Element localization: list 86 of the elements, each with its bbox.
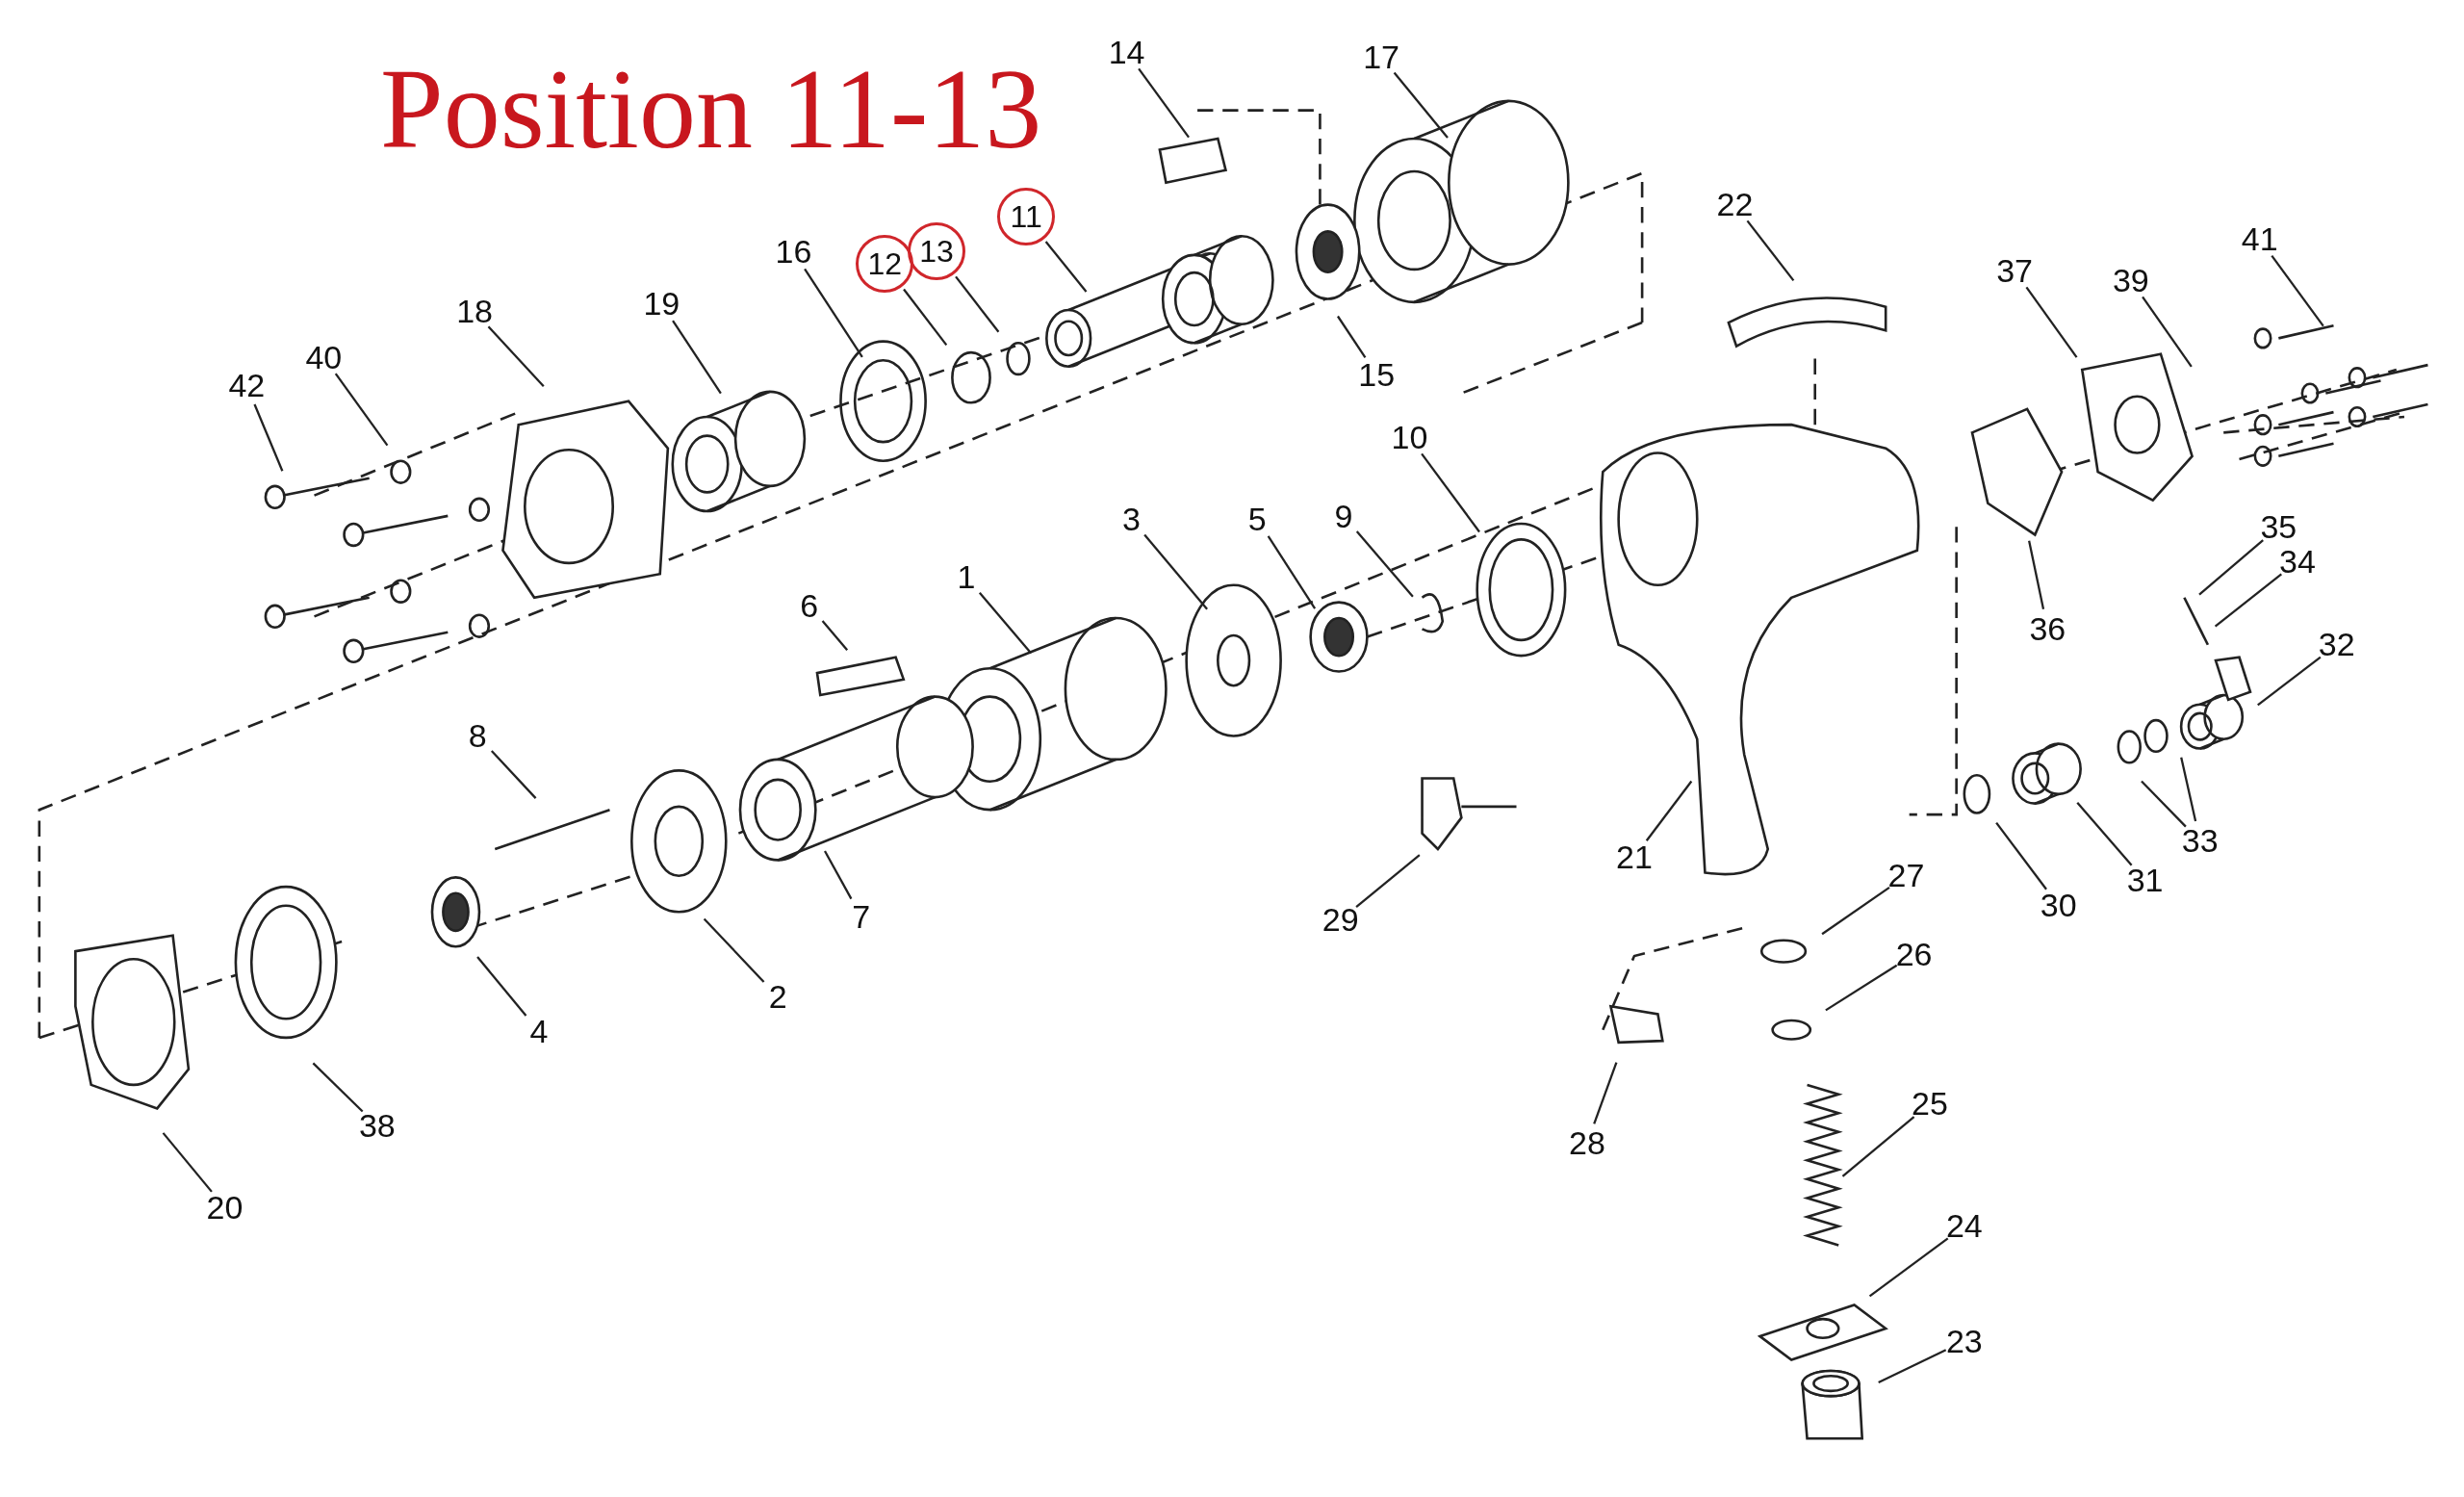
leader-line (312, 1062, 364, 1113)
leader-line (703, 917, 765, 983)
callout-number: 41 (2241, 222, 2278, 256)
callout-number: 34 (2279, 544, 2316, 578)
callout-number: 18 (456, 295, 493, 328)
callout-number: 23 (1945, 1324, 1983, 1357)
leader-line (476, 956, 527, 1017)
leader-line (821, 620, 849, 652)
leader-line (2180, 757, 2197, 822)
leader-line (1044, 241, 1088, 293)
callout-number: 42 (228, 369, 266, 401)
leader-line (1138, 67, 1190, 139)
callout-number: 7 (852, 899, 871, 933)
callout-number: 16 (775, 235, 812, 269)
leader-line (1267, 535, 1317, 609)
leader-line (978, 591, 1033, 655)
leader-line (903, 288, 948, 347)
callout-number: 39 (2112, 263, 2149, 297)
callout-number: 4 (529, 1015, 549, 1047)
callout-number: 8 (468, 719, 487, 753)
callout-number: 15 (1358, 357, 1396, 391)
leader-line (1143, 533, 1208, 610)
leader-line (2141, 780, 2187, 828)
leader-line (1336, 315, 1367, 358)
callout-number: 29 (1322, 903, 1359, 937)
leader-line (1746, 219, 1795, 282)
leader-line (1825, 964, 1898, 1012)
leader-line (490, 750, 537, 799)
callout-number: 32 (2318, 628, 2355, 661)
callout-number: 33 (2181, 824, 2219, 858)
leader-line (1841, 1116, 1915, 1177)
callout-number: 28 (1569, 1125, 1605, 1159)
leader-line (162, 1132, 213, 1193)
leader-line (2025, 286, 2078, 358)
callout-number: 27 (1887, 859, 1925, 892)
callout-number: 5 (1247, 502, 1267, 535)
leader-line (2214, 573, 2282, 628)
leader-line (1355, 854, 1421, 908)
callout-number: 14 (1108, 35, 1145, 68)
leader-line (2076, 802, 2133, 866)
leader-line (1645, 780, 1693, 841)
callout-number: 22 (1716, 188, 1754, 221)
leader-line (824, 850, 853, 900)
callout-number: 31 (2126, 864, 2164, 897)
leader-line (334, 373, 389, 447)
leader-line (1878, 1349, 1947, 1384)
callout-number: 36 (2029, 612, 2066, 646)
callout-number: 1 (957, 560, 976, 594)
callout-number: 10 (1391, 420, 1428, 453)
leader-line (487, 325, 545, 388)
callout-number: 6 (800, 588, 819, 622)
leader-line (2198, 539, 2264, 596)
callout-number: 24 (1945, 1209, 1983, 1243)
leader-line (672, 320, 722, 395)
callout-number: 21 (1616, 839, 1653, 873)
circled-callout-number: 12 (856, 235, 914, 294)
leader-line (1355, 530, 1414, 598)
leader-line (1421, 452, 1480, 533)
callout-number: 3 (1122, 502, 1141, 535)
leader-line (2028, 540, 2045, 609)
leader-line (955, 275, 1000, 333)
callout-number: 17 (1363, 39, 1399, 73)
callout-number: 9 (1334, 499, 1353, 532)
leader-line (2271, 254, 2324, 327)
leader-line (804, 268, 863, 358)
callout-number: 35 (2260, 509, 2297, 543)
callout-number: 20 (206, 1190, 244, 1224)
title: Position 11-13 (380, 53, 1042, 167)
callout-number: 2 (768, 980, 787, 1014)
circled-callout-number: 13 (908, 222, 966, 281)
leader-line (1868, 1237, 1949, 1298)
leader-line (2142, 296, 2193, 368)
callout-number: 38 (358, 1108, 396, 1142)
callout-number: 25 (1912, 1087, 1948, 1121)
leader-line (1821, 886, 1890, 936)
callout-number: 37 (1996, 253, 2033, 287)
callout-number: 30 (2040, 889, 2077, 922)
leader-line (2257, 656, 2322, 707)
leader-line (1995, 821, 2047, 890)
leader-line (1593, 1062, 1618, 1124)
callout-number: 26 (1895, 938, 1933, 970)
callout-number: 40 (305, 340, 343, 374)
circled-callout-number: 11 (997, 188, 1056, 246)
leader-line (1393, 71, 1449, 139)
callout-number: 19 (643, 287, 680, 321)
leader-line (253, 403, 284, 472)
